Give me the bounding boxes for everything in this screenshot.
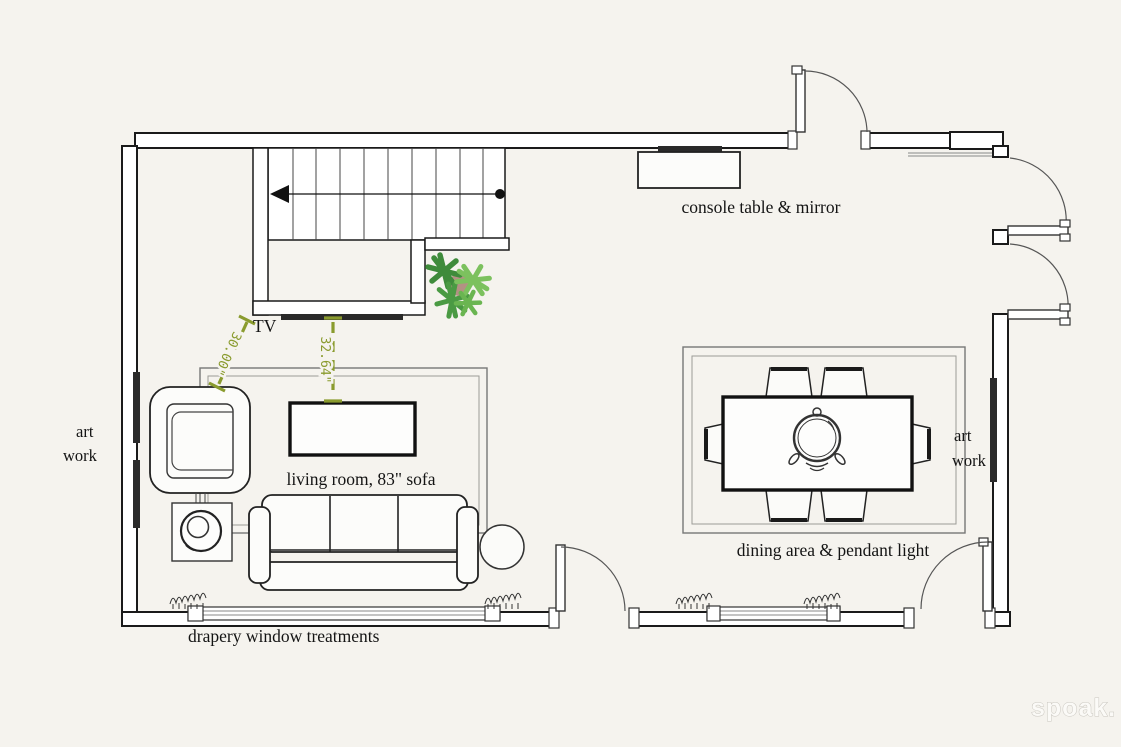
- stair-direction-arrow: [270, 185, 289, 203]
- artwork-right[interactable]: [990, 378, 997, 482]
- lamp: [179, 509, 223, 553]
- dimension-label: 32.64": [317, 337, 332, 384]
- door-leaf: [982, 541, 993, 612]
- right-wall-jamb-segment: [992, 229, 1009, 245]
- bottom-right-door: [903, 537, 996, 629]
- dining-rug[interactable]: [682, 346, 966, 534]
- bottom-left-door: [548, 544, 640, 629]
- dining-area-label[interactable]: dining area & pendant light: [737, 540, 930, 560]
- right-upper-door: [1007, 157, 1071, 242]
- stair-closet-walls: [252, 147, 510, 316]
- plant-leaf-cluster: [425, 252, 463, 290]
- sofa-arm-right: [456, 506, 479, 584]
- closet-bottom-wall: [252, 300, 426, 316]
- living-room-label[interactable]: living room, 83" sofa: [286, 469, 435, 489]
- door-leaf: [795, 69, 806, 133]
- door-leaf: [1007, 309, 1069, 320]
- artwork-left-upper[interactable]: [133, 372, 140, 443]
- staircase: [267, 147, 506, 241]
- plant-leaf-cluster: [434, 281, 470, 319]
- side-table-with-lamp[interactable]: [171, 502, 233, 562]
- right-wall-top-segment: [992, 145, 1009, 158]
- svg-text:work: work: [63, 446, 98, 465]
- top-entry-door: [787, 65, 871, 150]
- closet-right-wall: [410, 239, 426, 304]
- spoak-logo: spoak.: [1031, 694, 1116, 722]
- window-right: [706, 605, 841, 622]
- plant-leaf-cluster: [453, 289, 483, 317]
- stair-bottom-wall: [424, 237, 510, 251]
- dimension-tv-to-coffee-table[interactable]: 32.64": [315, 316, 342, 403]
- door-swing-arc: [560, 546, 626, 612]
- door-swing-arc: [920, 541, 989, 610]
- artwork-left-lower[interactable]: [133, 460, 140, 528]
- window-left: [187, 605, 501, 622]
- svg-text:art: art: [954, 426, 972, 445]
- dining-chair-bottom-left: [765, 489, 813, 522]
- console-table[interactable]: [637, 151, 741, 189]
- door-leaf: [1007, 225, 1069, 236]
- plant-leaf-cluster: [454, 263, 492, 297]
- tv-label[interactable]: TV: [253, 316, 277, 336]
- sofa-cushions: [261, 494, 468, 553]
- dimension-tv-to-armchair[interactable]: 30.00": [208, 314, 256, 393]
- top-wall-left-segment: [134, 132, 796, 149]
- dining-chairs[interactable]: [704, 367, 931, 522]
- svg-text:work: work: [952, 451, 987, 470]
- mirror[interactable]: [658, 146, 722, 152]
- dining-chair-top-left: [765, 367, 813, 398]
- armchair[interactable]: [149, 386, 251, 503]
- sofa-base: [259, 561, 469, 591]
- plant[interactable]: [425, 252, 494, 321]
- round-side-table[interactable]: [479, 524, 525, 570]
- dining-table[interactable]: [721, 395, 914, 492]
- dining-chair-top-right: [820, 367, 868, 398]
- artwork-right-label[interactable]: art work: [952, 426, 987, 470]
- sofa[interactable]: [248, 494, 479, 591]
- door-swing-arc: [1009, 243, 1069, 311]
- pendant-light[interactable]: [787, 407, 846, 472]
- stair-direction-dot: [495, 189, 505, 199]
- coffee-table[interactable]: [288, 401, 417, 457]
- artwork-left-label[interactable]: art work: [63, 422, 98, 465]
- closet-left-wall: [252, 147, 269, 316]
- door-swing-arc: [1009, 157, 1067, 227]
- right-lower-door: [1007, 243, 1071, 326]
- top-wall-window: [949, 131, 1004, 150]
- dining-chair-bottom-right: [820, 489, 868, 522]
- drapery-label[interactable]: drapery window treatments: [188, 626, 380, 646]
- svg-text:art: art: [76, 422, 94, 441]
- dimension-label: 30.00": [210, 329, 243, 378]
- door-leaf: [555, 544, 566, 612]
- door-swing-arc: [804, 70, 868, 133]
- sofa-arm-left: [248, 506, 271, 584]
- console-table-label[interactable]: console table & mirror: [682, 197, 841, 217]
